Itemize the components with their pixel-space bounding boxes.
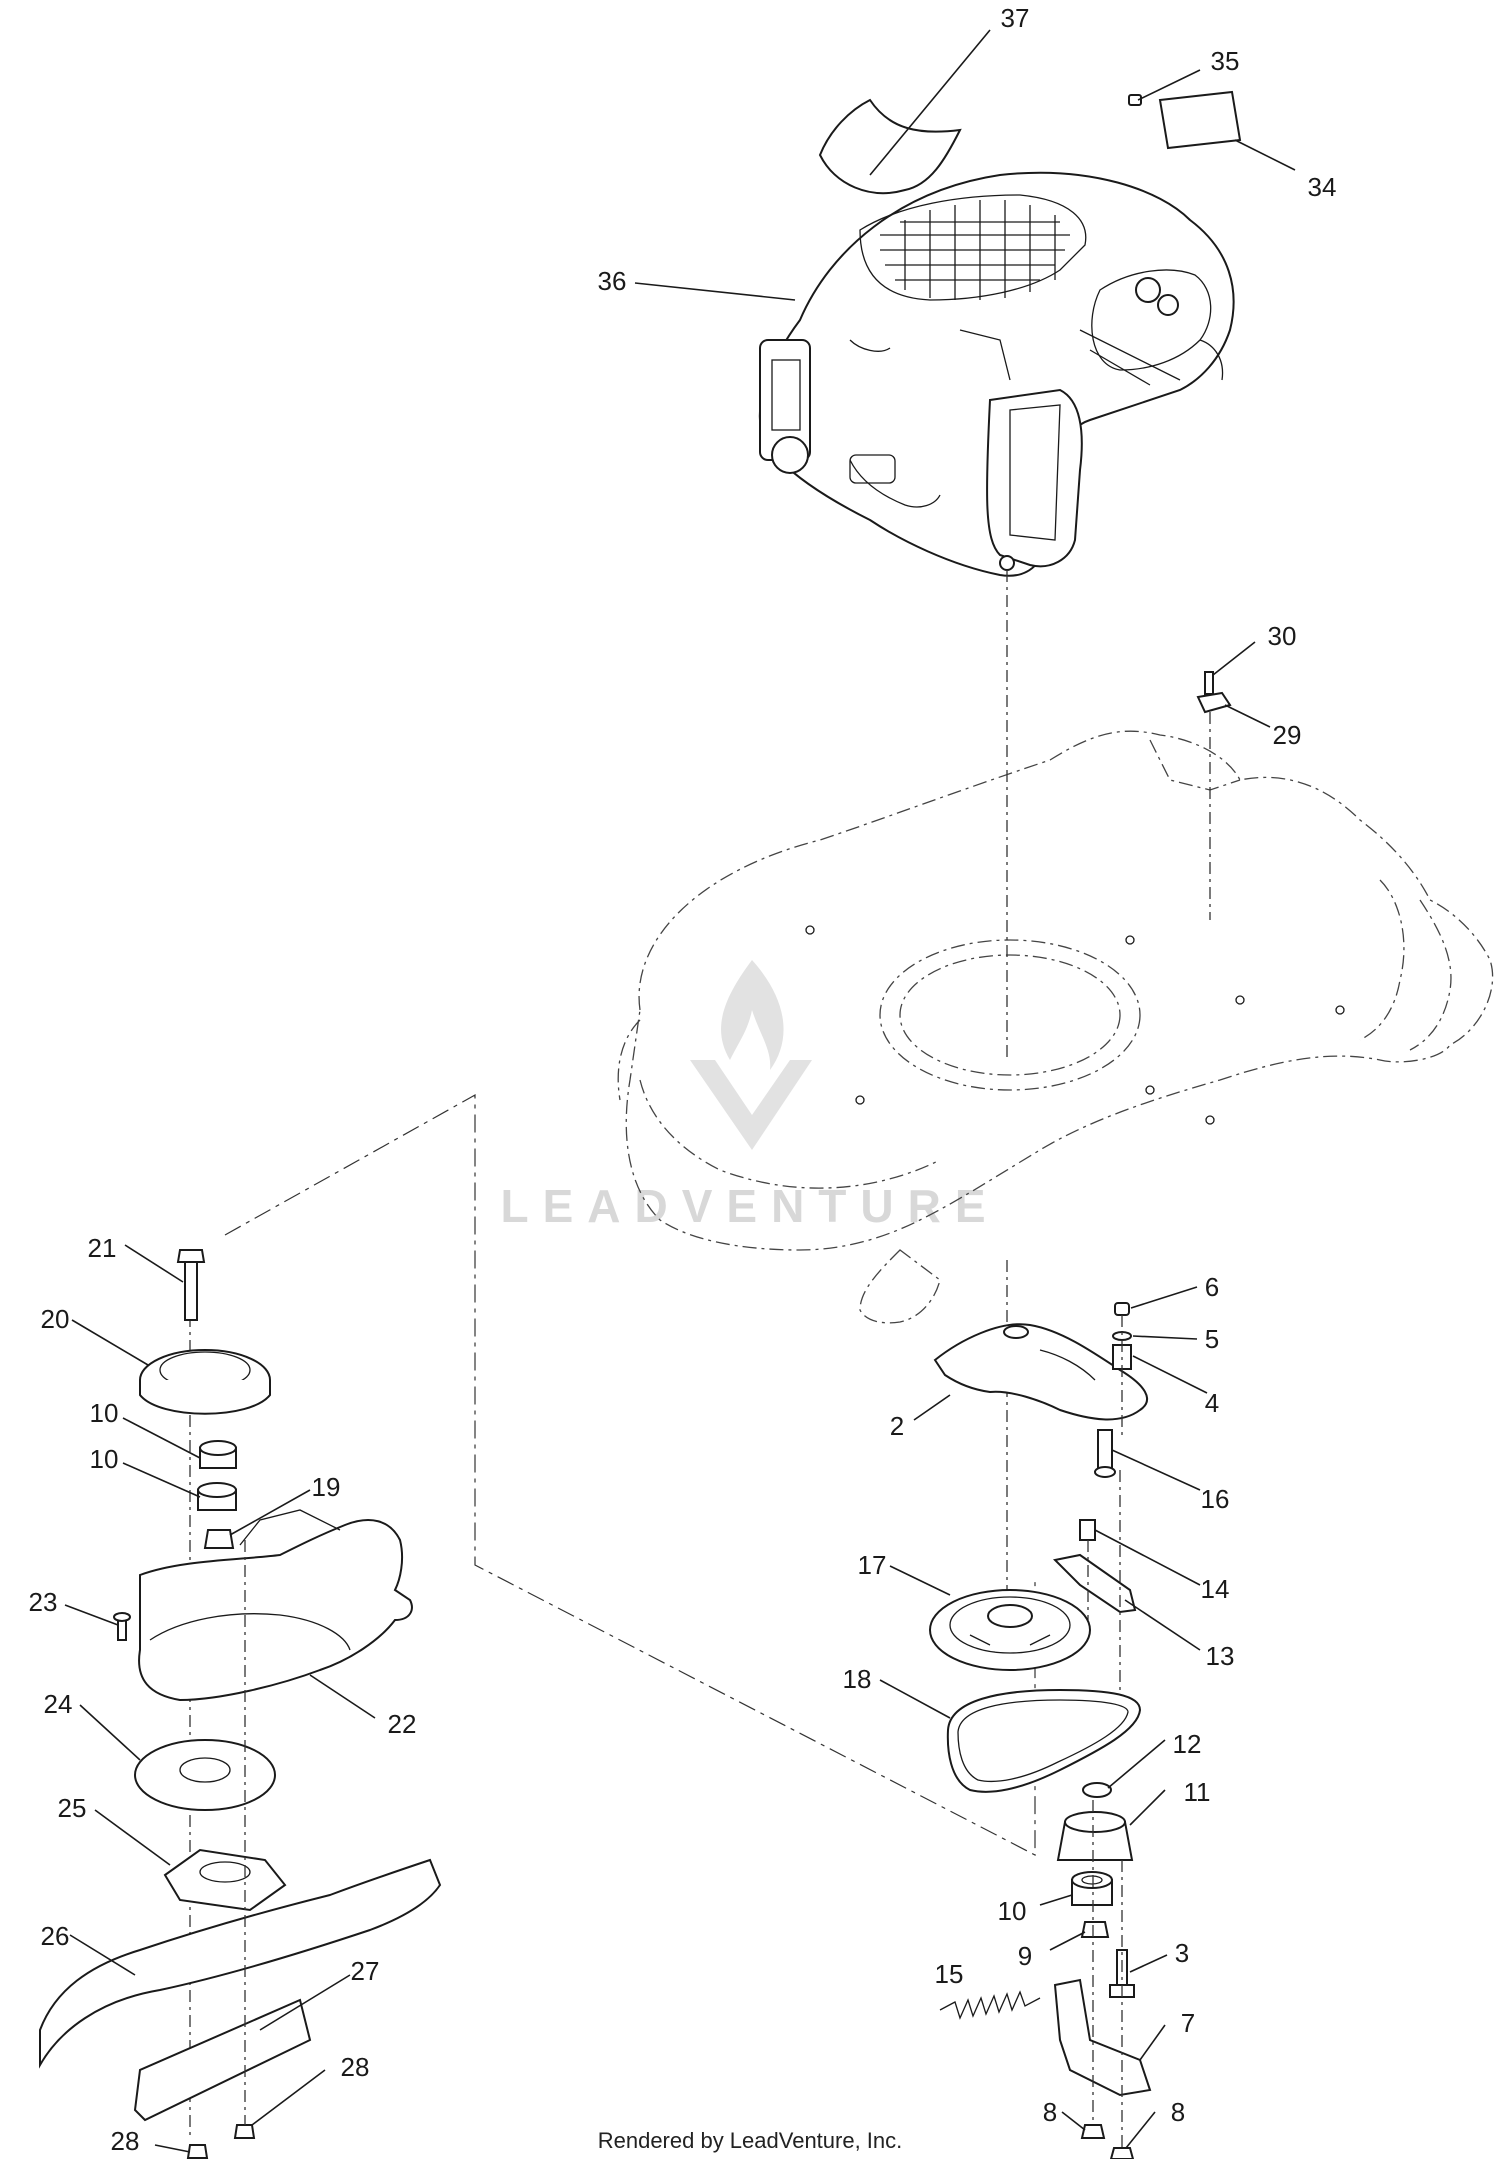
- callout-29: 29: [1273, 720, 1302, 750]
- mower-deck-housing: [617, 730, 1494, 1324]
- bearing-10-right: [1071, 1871, 1113, 1906]
- nut-28-right: [233, 2124, 256, 2139]
- callout-14: 14: [1201, 1574, 1230, 1604]
- mower-blade: [39, 1858, 442, 2069]
- nut-28-left: [186, 2144, 209, 2159]
- watermark-v-icon: [690, 1060, 812, 1150]
- bearing-housing-11: [1056, 1811, 1134, 1861]
- callout-28-left: 28: [111, 2126, 140, 2156]
- idler-bracket: [933, 1323, 1149, 1421]
- belt-guard: [138, 1509, 413, 1702]
- callout-23: 23: [29, 1587, 58, 1617]
- callout-20: 20: [41, 1304, 70, 1334]
- callout-3: 3: [1175, 1938, 1189, 1968]
- callout-4: 4: [1205, 1388, 1219, 1418]
- callout-35: 35: [1211, 46, 1240, 76]
- callout-19: 19: [312, 1472, 341, 1502]
- callout-22: 22: [388, 1709, 417, 1739]
- callout-34: 34: [1308, 172, 1337, 202]
- watermark-text: LEADVENTURE: [500, 1180, 999, 1232]
- callout-15: 15: [935, 1959, 964, 1989]
- pin-14: [1079, 1519, 1096, 1541]
- callout-10-right: 10: [998, 1896, 1027, 1926]
- bearing-10-left-bottom: [197, 1482, 237, 1511]
- nut-8-right: [1109, 2147, 1135, 2159]
- washer-12: [1082, 1782, 1112, 1798]
- blade-stiffener: [133, 1998, 312, 2122]
- blade-plate: [134, 1739, 276, 1811]
- callout-13: 13: [1206, 1641, 1235, 1671]
- leader-lines: [64, 29, 1296, 2153]
- engine-assembly: [758, 171, 1235, 577]
- tension-spring: [939, 1990, 1041, 2020]
- shoulder-bolt-16: [1097, 1429, 1113, 1471]
- engine-decal: [1158, 90, 1242, 150]
- air-filter-cover: [818, 98, 962, 195]
- callout-2: 2: [890, 1411, 904, 1441]
- engine-plug: [1128, 94, 1142, 106]
- nut-9: [1080, 1921, 1110, 1938]
- callout-27: 27: [351, 1956, 380, 1986]
- callout-11: 11: [1184, 1777, 1211, 1807]
- drive-pulley: [929, 1589, 1091, 1671]
- callout-21: 21: [88, 1233, 117, 1263]
- screw-30: [1204, 671, 1214, 695]
- callout-24: 24: [44, 1689, 73, 1719]
- callout-5: 5: [1205, 1324, 1219, 1354]
- callout-16: 16: [1201, 1484, 1230, 1514]
- watermark-flame-icon: [721, 960, 784, 1070]
- screw-6: [1114, 1302, 1130, 1316]
- callout-25: 25: [58, 1793, 87, 1823]
- callout-8-left: 8: [1043, 2097, 1057, 2127]
- callout-12: 12: [1173, 1729, 1202, 1759]
- callout-6: 6: [1205, 1272, 1219, 1302]
- nut-8-left: [1080, 2124, 1106, 2139]
- callout-10-left-bottom: 10: [90, 1444, 119, 1474]
- callout-7: 7: [1181, 2008, 1195, 2038]
- callout-9: 9: [1018, 1941, 1032, 1971]
- callout-10-left-top: 10: [90, 1398, 119, 1428]
- nut-19: [203, 1529, 235, 1549]
- callout-26: 26: [41, 1921, 70, 1951]
- render-credit: Rendered by LeadVenture, Inc.: [598, 2128, 903, 2153]
- bracket-29: [1196, 691, 1232, 714]
- blade-hub: [163, 1848, 287, 1912]
- callout-8-right: 8: [1171, 2097, 1185, 2127]
- bearing-10-left-top: [199, 1440, 237, 1469]
- callout-17: 17: [858, 1550, 887, 1580]
- idler-arm: [1053, 1978, 1152, 2097]
- screw-23: [113, 1612, 131, 1641]
- blade-bolt: [176, 1249, 206, 1321]
- callout-30: 30: [1268, 621, 1297, 651]
- plate-13: [1052, 1553, 1137, 1614]
- watermark: LEADVENTURE: [500, 960, 999, 1232]
- callout-labels: 37 35 34 36 30 29 21 20 10 10 19 23 22 2…: [29, 3, 1337, 2156]
- callout-36: 36: [598, 266, 627, 296]
- callout-28-right: 28: [341, 2052, 370, 2082]
- callout-37: 37: [1001, 3, 1030, 33]
- callout-18: 18: [843, 1664, 872, 1694]
- blade-adapter: [139, 1349, 271, 1415]
- drive-belt: [946, 1688, 1142, 1793]
